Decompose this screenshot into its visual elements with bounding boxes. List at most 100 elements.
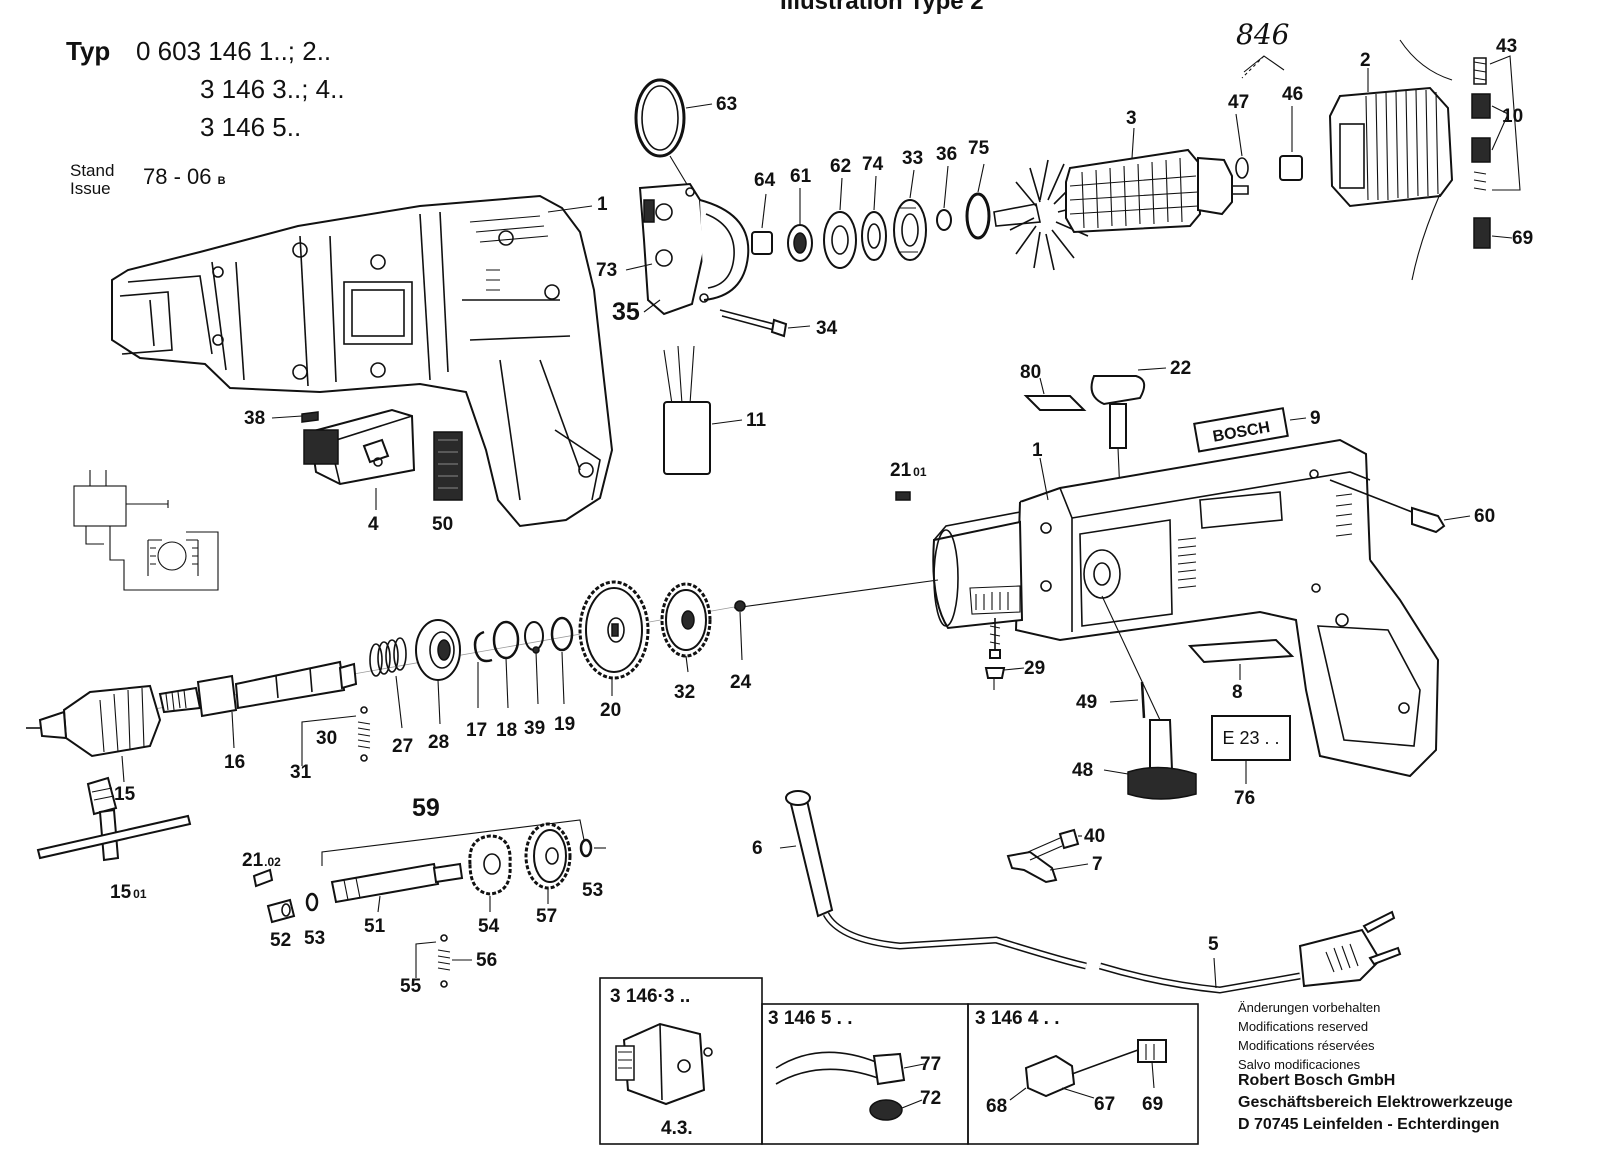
label-part-49: 49 — [1076, 692, 1097, 713]
label-part-38: 38 — [244, 408, 265, 429]
label-part-63: 63 — [716, 94, 737, 115]
label-part-28: 28 — [428, 732, 449, 753]
note-es: Salvo modificaciones — [1238, 1057, 1361, 1072]
issue-label-en: Issue — [70, 179, 111, 198]
label-part-51: 51 — [364, 916, 386, 937]
label-part-15-01-main: 15 — [110, 882, 132, 903]
label-part-59: 59 — [412, 794, 440, 822]
shaft-51-drawing — [330, 862, 464, 904]
diagram-title: Illustration Type 2 — [780, 0, 984, 15]
handwritten-note: 846 — [1236, 18, 1290, 51]
note-fr: Modifications réservées — [1238, 1038, 1375, 1053]
chuck-key-drawing — [36, 776, 192, 862]
gear-57-drawing — [524, 822, 572, 890]
label-part-16: 16 — [224, 752, 245, 773]
company-location: D 70745 Leinfelden - Echterdingen — [1238, 1116, 1500, 1133]
brand-plate: BOSCH — [1193, 407, 1289, 453]
label-part-80: 80 — [1020, 362, 1041, 383]
label-part-21-02-main: 21 — [242, 850, 264, 871]
label-part-74: 74 — [862, 154, 884, 175]
spindle-drawing — [158, 660, 358, 718]
label-part-77: 77 — [920, 1054, 941, 1075]
gear-housing-drawing — [638, 182, 750, 316]
label-part-36: 36 — [936, 144, 957, 165]
bearing-row-drawing — [751, 192, 991, 269]
label-part-75: 75 — [968, 138, 990, 159]
label-part-47: 47 — [1228, 92, 1249, 113]
label-part-64: 64 — [754, 170, 776, 191]
label-part-34: 34 — [816, 318, 838, 339]
label-part-55: 55 — [400, 976, 422, 997]
label-part-15-01-sub: 01 — [133, 887, 147, 901]
label-part-73: 73 — [596, 260, 617, 281]
label-part-50: 50 — [432, 514, 453, 535]
label-part-22: 22 — [1170, 358, 1191, 379]
label-part-11: 11 — [746, 410, 767, 431]
note-en: Modifications reserved — [1238, 1019, 1369, 1034]
label-part-27: 27 — [392, 736, 413, 757]
company-division: Geschäftsbereich Elektrowerkzeuge — [1238, 1094, 1513, 1111]
gear-20-drawing — [578, 580, 650, 680]
label-part-2: 2 — [1360, 50, 1371, 71]
variant-box-2-title: 3 146 5 . . — [768, 1008, 853, 1029]
issue-label: Stand Issue — [70, 162, 114, 198]
label-part-4: 4 — [368, 514, 379, 535]
label-part-56: 56 — [476, 950, 497, 971]
label-part-9: 9 — [1310, 408, 1321, 429]
label-part-6: 6 — [752, 838, 763, 859]
label-part-29: 29 — [1024, 658, 1045, 679]
chuck-drawing — [26, 684, 162, 758]
label-part-21-01-sub: 01 — [913, 465, 927, 479]
variant-box-3-title: 3 146 4 . . — [975, 1008, 1060, 1029]
label-part-3: 3 — [1126, 108, 1137, 129]
label-part-48: 48 — [1072, 760, 1093, 781]
issue-date-suffix: B — [217, 175, 226, 187]
type-number-line-2: 3 146 3..; 4.. — [200, 74, 345, 104]
wiring-schematic — [73, 470, 219, 591]
variant-box-1-title: 3 146·3 .. — [610, 986, 691, 1007]
label-part-53b: 53 — [582, 880, 603, 901]
armature-drawing — [993, 148, 1249, 271]
label-part-31: 31 — [290, 762, 312, 783]
label-part-52: 52 — [270, 930, 291, 951]
label-part-76: 76 — [1234, 788, 1255, 809]
label-part-19: 19 — [554, 714, 575, 735]
label-part-24: 24 — [730, 672, 752, 693]
spring-56-drawing — [437, 934, 451, 988]
note-de: Änderungen vorbehalten — [1238, 1000, 1381, 1015]
label-part-17: 17 — [466, 720, 487, 741]
label-part-57: 57 — [536, 906, 557, 927]
label-part-1a: 1 — [597, 194, 608, 215]
type-number-line-1: 0 603 146 1..; 2.. — [136, 36, 332, 66]
company-address: Robert Bosch GmbH Geschäftsbereich Elekt… — [1238, 1070, 1513, 1136]
selector-knob-drawing — [1090, 375, 1146, 449]
label-part-43: 43 — [1496, 36, 1517, 57]
label-part-7: 7 — [1092, 854, 1103, 875]
screw-34-drawing — [719, 309, 788, 338]
label-part-46: 46 — [1282, 84, 1303, 105]
variant-box-1-footer: 4.3. — [661, 1118, 693, 1139]
knob-48-drawing — [1127, 719, 1197, 800]
cable-drawing — [785, 790, 1402, 994]
label-part-21-01-main: 21 — [890, 460, 912, 481]
label-part-60: 60 — [1474, 506, 1495, 527]
rating-plate-text: E 23 . . — [1222, 728, 1279, 748]
type-number-line-3: 3 146 5.. — [200, 112, 302, 142]
label-part-62: 62 — [830, 156, 851, 177]
spring-27-drawing — [369, 637, 407, 677]
label-part-5: 5 — [1208, 934, 1219, 955]
label-part-32: 32 — [674, 682, 695, 703]
label-part-53a: 53 — [304, 928, 325, 949]
filter-drawing — [433, 431, 463, 501]
label-part-67: 67 — [1094, 1094, 1115, 1115]
bearing-28-drawing — [415, 619, 461, 681]
label-part-21-02: 21.02 — [242, 850, 281, 871]
label-part-8: 8 — [1232, 682, 1243, 703]
label-part-20: 20 — [600, 700, 621, 721]
switch-drawing — [303, 408, 416, 486]
modification-notes: Änderungen vorbehalten Modifications res… — [1238, 998, 1380, 1074]
label-part-69b: 69 — [1142, 1094, 1163, 1115]
label-part-40: 40 — [1084, 826, 1105, 847]
